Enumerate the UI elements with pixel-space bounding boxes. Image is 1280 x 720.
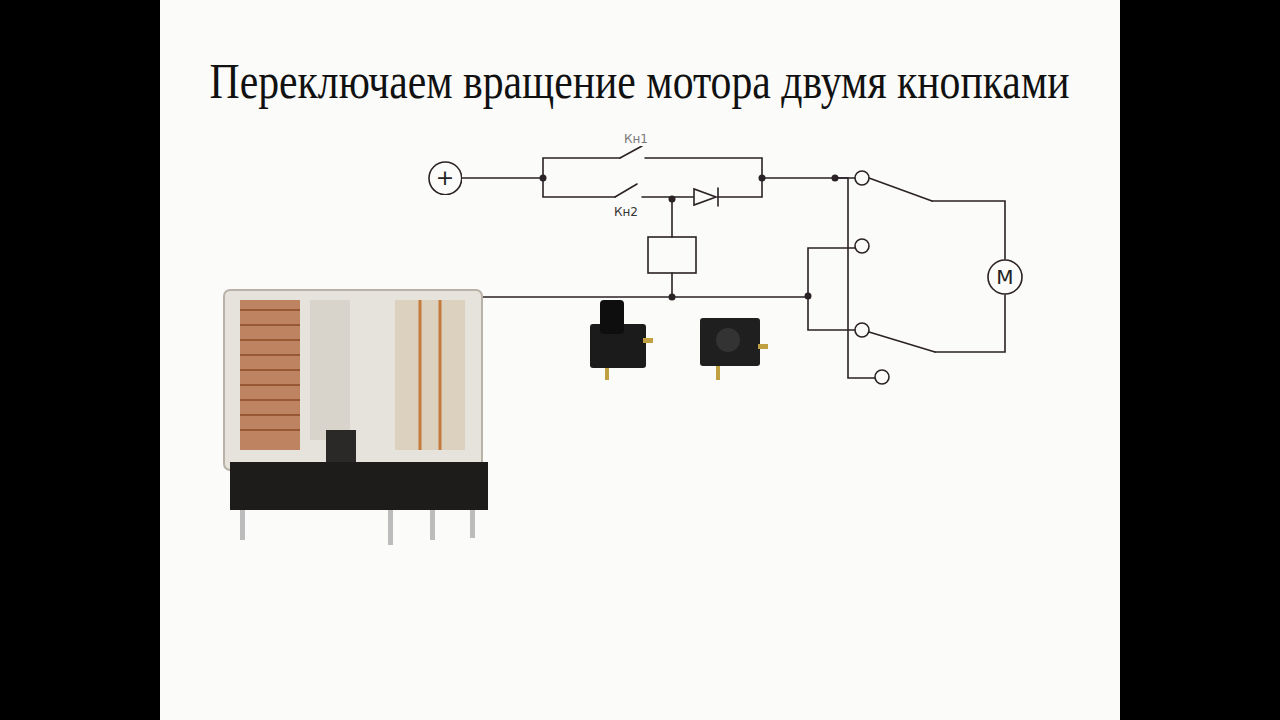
- terminal-circle: M: [987, 259, 1023, 295]
- button-label: Кн1: [622, 132, 650, 146]
- terminal-label: +: [436, 167, 454, 189]
- title: Переключаем вращение мотора двумя кнопка…: [210, 52, 1070, 110]
- terminal-circle: +: [428, 161, 463, 196]
- push-buttons: [590, 300, 768, 380]
- button-label: Кн2: [612, 205, 640, 219]
- relay-photo: [224, 290, 488, 545]
- terminal-label: M: [996, 267, 1013, 287]
